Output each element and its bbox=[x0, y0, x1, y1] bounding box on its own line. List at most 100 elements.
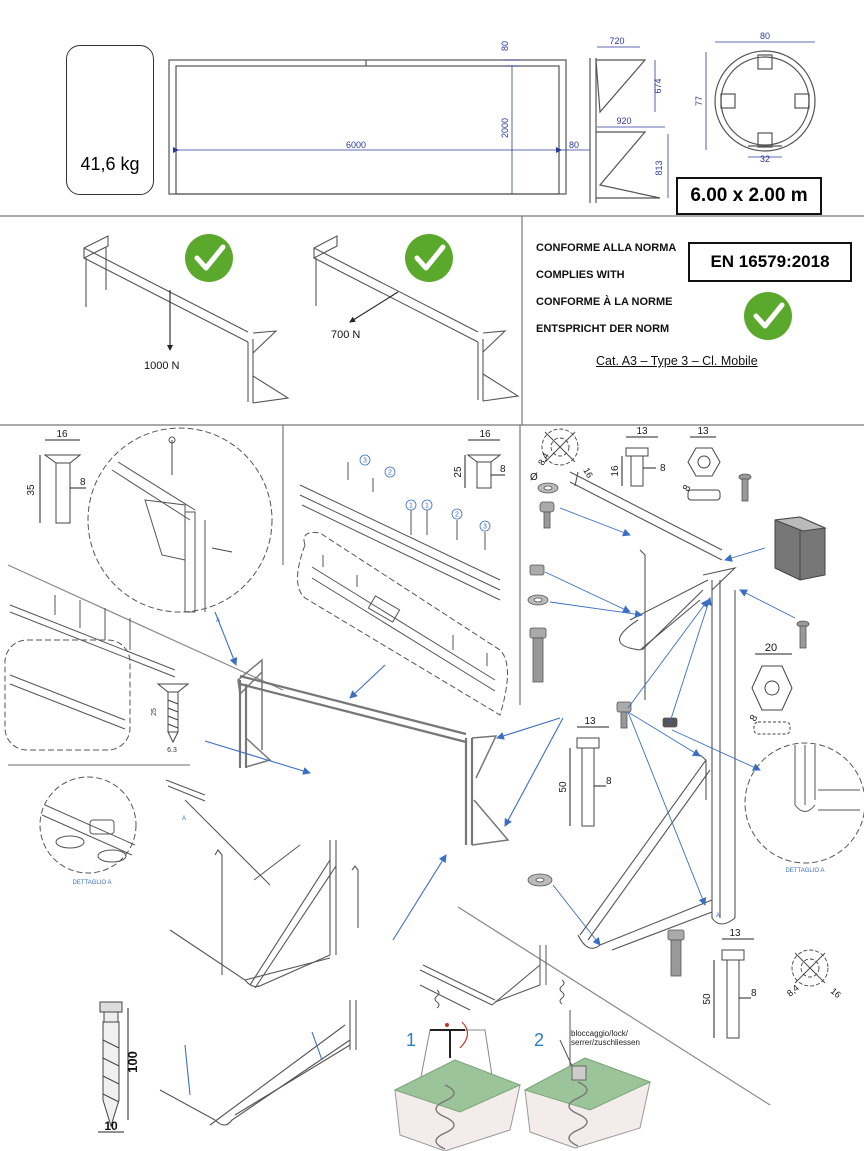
end-cap-plate bbox=[774, 516, 827, 581]
standard-box: EN 16579:2018 bbox=[688, 242, 852, 282]
step-2-number: 2 bbox=[534, 1030, 545, 1050]
side-view-dimensions bbox=[597, 46, 669, 198]
goal-frame-front-view bbox=[168, 59, 567, 195]
goal-assembly-main bbox=[237, 658, 510, 846]
screw-b-head-label: 16 bbox=[479, 429, 491, 440]
washer2-outer-label: 16 bbox=[829, 986, 843, 1000]
frame-width-label: 6000 bbox=[346, 140, 366, 150]
section-dividers bbox=[0, 215, 864, 1106]
bolt-d-length-label: 50 bbox=[558, 781, 569, 793]
callout-markers bbox=[359, 454, 491, 532]
ref-a-label: A bbox=[216, 618, 220, 624]
plate-nut-dia-label: 8 bbox=[748, 713, 761, 724]
washer-dimension-top bbox=[541, 428, 579, 466]
bolt-d-head-label: 13 bbox=[584, 716, 596, 727]
ground-hook-detail bbox=[169, 840, 359, 989]
callout-2: 2 bbox=[455, 512, 459, 519]
washer-outer-label: 16 bbox=[581, 466, 595, 480]
load-test-goal-700n bbox=[313, 235, 520, 402]
net-clip-detail bbox=[39, 776, 301, 886]
weight-label: 41,6 kg bbox=[80, 154, 140, 174]
self-tap-length-label: 25 bbox=[151, 708, 158, 716]
goal-size-box: 6.00 x 2.00 m bbox=[676, 177, 822, 215]
bolt-c-length-label: 16 bbox=[610, 465, 621, 477]
bolt-e-dia-label: 8 bbox=[751, 988, 757, 999]
assembly-arrows bbox=[204, 611, 564, 941]
compliance-line-en: COMPLIES WITH bbox=[536, 269, 625, 281]
callout-3: 3 bbox=[363, 458, 367, 465]
screw-a-length-label: 35 bbox=[26, 484, 37, 496]
bolt-c-head-label: 13 bbox=[636, 426, 648, 437]
bolt-c-dia-label: 8 bbox=[660, 463, 666, 474]
self-tapping-screw bbox=[156, 683, 190, 744]
checkmark-icon bbox=[185, 234, 233, 282]
compliance-line-it: CONFORME ALLA NORMA bbox=[536, 242, 677, 254]
top-tube-label: 80 bbox=[500, 41, 510, 51]
hardware-leader-lines bbox=[544, 507, 796, 946]
countersunk-screw-35 bbox=[39, 439, 86, 524]
hex-bolt-50-b bbox=[713, 938, 754, 1039]
frame-height-label: 2000 bbox=[500, 118, 510, 138]
hardware-parts-right bbox=[527, 473, 810, 977]
side-top-depth-label: 720 bbox=[609, 36, 624, 46]
tube-profile-section bbox=[714, 50, 816, 152]
callout-2: 2 bbox=[388, 470, 392, 477]
plate-nut-detail bbox=[751, 653, 793, 735]
anchor-dia-label: 10 bbox=[104, 1119, 118, 1133]
detail-a-right-label: DETTAGLIO A bbox=[786, 868, 825, 874]
load-test-goal-1000n bbox=[83, 235, 290, 404]
self-tap-dia-label: 6.3 bbox=[167, 747, 177, 754]
load-1000n-label: 1000 N bbox=[144, 360, 180, 372]
crossbar-joint-detail bbox=[297, 462, 508, 716]
hex-bolt-50-a bbox=[569, 726, 609, 827]
callout-numbers: 3 2 1 1 2 3 bbox=[363, 458, 487, 531]
anchor-frame-corner bbox=[419, 945, 565, 1006]
screw-b-dia-label: 8 bbox=[500, 464, 506, 475]
screw-a-dia-label: 8 bbox=[80, 477, 86, 488]
washer-dia-symbol: Ø bbox=[530, 472, 538, 483]
carriage-bolt-16 bbox=[621, 436, 658, 487]
corner-joint-detail bbox=[87, 427, 273, 613]
countersunk-screw-25 bbox=[464, 439, 505, 489]
profile-dimensions bbox=[705, 41, 815, 158]
washer2-inner-label: 8,4 bbox=[785, 983, 801, 999]
category-label: Cat. A3 – Type 3 – Cl. Mobile bbox=[596, 354, 758, 368]
spiral-anchor-step-2 bbox=[523, 1010, 652, 1149]
hex-nut-detail bbox=[687, 436, 721, 501]
profile-width-label: 80 bbox=[760, 31, 770, 41]
side-tube-label: 80 bbox=[569, 140, 579, 150]
ref-a-label: A bbox=[716, 913, 720, 919]
checkmark-icon bbox=[405, 234, 453, 282]
washer-inner-label: 8,4 bbox=[536, 451, 551, 467]
profile-height-label: 77 bbox=[694, 96, 704, 106]
rail-detail-circle bbox=[744, 742, 864, 864]
screw-a-head-label: 16 bbox=[56, 429, 68, 440]
nut-width-label: 13 bbox=[697, 426, 709, 437]
side-frame-exploded bbox=[569, 471, 737, 951]
ground-hook-detail-lower bbox=[159, 1000, 357, 1126]
screw-b-length-label: 25 bbox=[453, 466, 464, 478]
plate-nut-width-label: 20 bbox=[765, 642, 777, 654]
side-bottom-depth-label: 920 bbox=[616, 116, 631, 126]
compliance-line-de: ENTSPRICHT DER NORM bbox=[536, 323, 670, 335]
anchor-length-label: 100 bbox=[125, 1051, 140, 1073]
ground-anchor-screw bbox=[98, 1001, 129, 1133]
frame-height-dimension bbox=[505, 59, 590, 194]
checkmark-icon bbox=[744, 292, 792, 340]
spiral-anchor-step-1 bbox=[393, 984, 522, 1151]
bolt-d-dia-label: 8 bbox=[606, 776, 612, 787]
detail-a-left-label: DETTAGLIO A bbox=[73, 880, 112, 886]
callout-3: 3 bbox=[483, 524, 487, 531]
side-top-height-label: 674 bbox=[653, 78, 663, 93]
profile-slot-label: 32 bbox=[760, 154, 770, 164]
bolt-e-head-label: 13 bbox=[729, 928, 741, 939]
goal-side-view bbox=[589, 58, 661, 203]
crossbar-drill-detail bbox=[4, 595, 176, 751]
nut-dia-label: 8 bbox=[681, 483, 694, 494]
bolt-e-length-label: 50 bbox=[702, 993, 713, 1005]
lock-instruction-label: bloccaggio/lock/ serrer/zuschliessen bbox=[571, 1029, 640, 1047]
callout-1: 1 bbox=[425, 503, 429, 510]
callout-1: 1 bbox=[409, 503, 413, 510]
side-bottom-height-label: 813 bbox=[654, 160, 664, 175]
